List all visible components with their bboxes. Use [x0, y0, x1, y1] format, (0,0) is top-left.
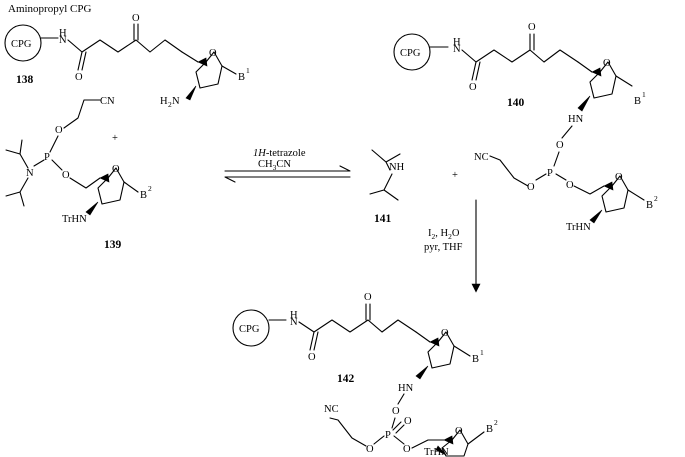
- condition-base-solvent: pyr, THF: [424, 242, 463, 253]
- nitrile-cn: CN: [100, 96, 115, 107]
- compound-139: + CN O P N O O B 2 TrHN 139: [5, 96, 152, 251]
- svg-text:O: O: [556, 140, 564, 151]
- cpg-label: CPG: [11, 39, 32, 50]
- svg-text:H: H: [453, 37, 461, 48]
- compound-number-141: 141: [374, 213, 392, 225]
- condition-tetrazole: 1H-tetrazole: [253, 148, 306, 159]
- trhn-140: TrHN: [566, 222, 591, 233]
- compound-number-142: 142: [337, 373, 355, 385]
- compound-138: CPG H N O O O B 1 H 2 N 138: [4, 13, 250, 109]
- compound-140: CPG H N O O O B 1 140 HN O P O NC O O B …: [393, 22, 658, 233]
- ring-o-139: O: [112, 164, 120, 175]
- nitrile-nc-140: NC: [474, 152, 489, 163]
- svg-text:N: N: [290, 317, 298, 328]
- base-b-sup: 1: [246, 66, 250, 75]
- base-b: B: [238, 72, 245, 83]
- svg-text:H: H: [290, 310, 298, 321]
- ketone-o: O: [132, 13, 140, 24]
- compound-number-138: 138: [16, 74, 34, 86]
- base-b-140: B: [634, 96, 641, 107]
- svg-text:N: N: [453, 44, 461, 55]
- compound-number-140: 140: [507, 97, 525, 109]
- plus-sign-1: +: [112, 133, 118, 144]
- ring-o: O: [209, 48, 217, 59]
- po-oxygen-1: O: [55, 125, 63, 136]
- compound-142: CPG H N O O O B 1 142 HN O P O O NC O O: [232, 292, 498, 457]
- trhn-139: TrHN: [62, 214, 87, 225]
- svg-text:O: O: [364, 292, 372, 303]
- condition-oxidant: I2, H2O: [428, 228, 460, 241]
- compound-number-139: 139: [104, 239, 122, 251]
- amide-h: H: [59, 28, 67, 39]
- po-oxygen-2: O: [62, 170, 70, 181]
- cpg-bead-142: [232, 309, 270, 347]
- svg-text:O: O: [366, 444, 374, 455]
- svg-text:CPG: CPG: [239, 324, 260, 335]
- cpg-bead-140: [393, 33, 431, 71]
- svg-text:O: O: [441, 328, 449, 339]
- oxidation-arrow: I2, H2O pyr, THF: [424, 199, 481, 293]
- svg-text:O: O: [469, 82, 477, 93]
- svg-text:CPG: CPG: [400, 48, 421, 59]
- svg-text:O: O: [455, 426, 463, 437]
- amide-o: O: [75, 72, 83, 83]
- hn-142: HN: [398, 383, 414, 394]
- amide-n: N: [59, 35, 67, 46]
- plus-sign-2: +: [452, 170, 458, 181]
- compound-141: NH 141 +: [369, 149, 458, 225]
- svg-text:O: O: [528, 22, 536, 33]
- phosphorus-140: P: [547, 168, 553, 179]
- svg-text:1: 1: [480, 348, 484, 357]
- svg-text:O: O: [615, 172, 623, 183]
- phosphate-oxo: O: [404, 416, 412, 427]
- trhn-142: TrHN: [424, 447, 449, 457]
- diisopropyl-n: N: [26, 168, 34, 179]
- svg-text:2: 2: [494, 418, 498, 427]
- amine-h: H: [160, 96, 168, 107]
- svg-text:2: 2: [168, 100, 172, 109]
- svg-text:O: O: [566, 180, 574, 191]
- nitrile-nc-142: NC: [324, 404, 339, 415]
- svg-text:2: 2: [654, 194, 658, 203]
- base-b-139: B: [140, 190, 147, 201]
- svg-text:1: 1: [642, 90, 646, 99]
- base-b2-142: B: [486, 424, 493, 435]
- hn-140: HN: [568, 114, 584, 125]
- base-b2-140: B: [646, 200, 653, 211]
- amine-nh-141: NH: [389, 162, 405, 173]
- svg-text:O: O: [527, 182, 535, 193]
- svg-text:N: N: [172, 96, 180, 107]
- svg-text:2: 2: [148, 184, 152, 193]
- phosphorus-139: P: [44, 152, 50, 163]
- support-caption: Aminopropyl CPG: [8, 3, 91, 15]
- svg-text:O: O: [308, 352, 316, 363]
- equilibrium-arrow: 1H-tetrazole CH3CN: [224, 148, 351, 183]
- svg-text:O: O: [603, 58, 611, 69]
- svg-text:O: O: [392, 406, 400, 417]
- condition-solvent: CH3CN: [258, 159, 291, 172]
- cpg-bead: [4, 24, 42, 62]
- phosphorus-142: P: [385, 430, 391, 441]
- base-b-142: B: [472, 354, 479, 365]
- svg-text:O: O: [403, 444, 411, 455]
